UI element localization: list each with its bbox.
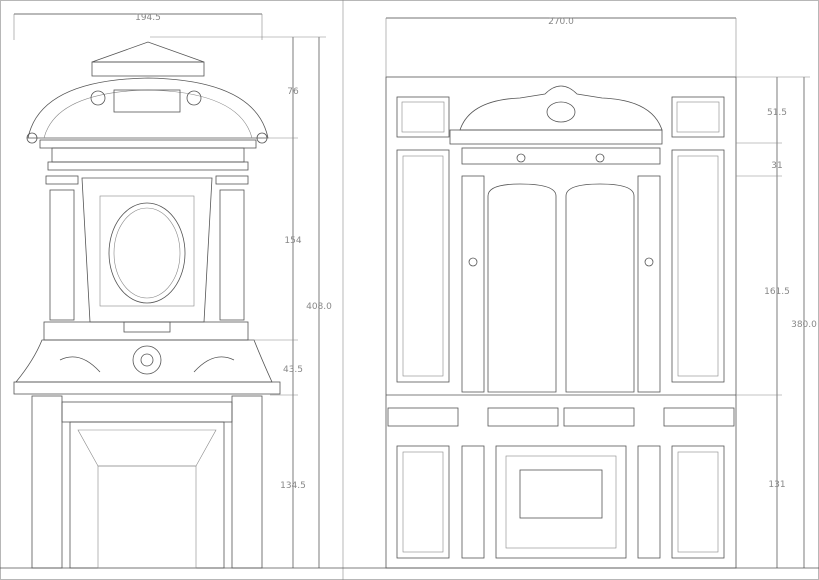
pilaster bbox=[231, 395, 263, 569]
right-height-label: 31 bbox=[771, 161, 782, 171]
upper-panel bbox=[671, 96, 725, 138]
pilaster bbox=[461, 175, 485, 393]
cornice bbox=[449, 129, 663, 145]
right-height-label: 51.5 bbox=[767, 108, 787, 118]
upper-panel bbox=[396, 96, 450, 138]
left-height-label: 76 bbox=[287, 87, 299, 97]
right-height-label: 161.5 bbox=[764, 287, 790, 297]
side-panel bbox=[671, 149, 725, 383]
mantel-top bbox=[43, 321, 249, 341]
dado-rail-panel bbox=[663, 407, 735, 427]
drawer bbox=[563, 407, 635, 427]
overmantel-panel bbox=[81, 177, 213, 323]
rosette bbox=[186, 90, 202, 106]
lower-panel bbox=[396, 445, 450, 559]
scroll-ornament bbox=[59, 356, 235, 373]
pilaster bbox=[31, 395, 63, 569]
capital bbox=[45, 175, 79, 185]
left-width-label: 194.5 bbox=[135, 13, 161, 23]
lintel bbox=[61, 401, 233, 423]
drawer bbox=[487, 407, 559, 427]
frieze bbox=[461, 147, 661, 165]
arched-crown bbox=[27, 77, 269, 139]
oval-mirror bbox=[108, 202, 186, 304]
column bbox=[49, 189, 75, 321]
pediment-base bbox=[91, 61, 205, 77]
crown-tablet bbox=[113, 89, 181, 113]
pediment bbox=[91, 41, 205, 63]
lower-panel bbox=[671, 445, 725, 559]
left-dimensions bbox=[13, 13, 326, 568]
right-dimensions bbox=[385, 17, 810, 568]
door-leaf bbox=[487, 183, 557, 393]
dado-rail-panel bbox=[387, 407, 459, 427]
central-lower-panel bbox=[495, 445, 627, 559]
door-leaf bbox=[565, 183, 635, 393]
capital bbox=[215, 175, 249, 185]
right-height-label: 131 bbox=[768, 480, 785, 490]
rosette bbox=[90, 90, 106, 106]
left-height-label: 134.5 bbox=[280, 481, 306, 491]
carved-crest bbox=[459, 85, 663, 131]
right-width-label: 270.0 bbox=[548, 17, 574, 27]
paneled-wall-elevation bbox=[385, 76, 737, 569]
cornice bbox=[39, 139, 257, 149]
frieze bbox=[51, 147, 245, 163]
wall-outline bbox=[385, 76, 737, 569]
left-height-label: 43.5 bbox=[283, 365, 303, 375]
pilaster bbox=[637, 175, 661, 393]
side-panel bbox=[396, 149, 450, 383]
left-height-label: 154 bbox=[284, 236, 301, 246]
fireplace-opening bbox=[69, 421, 225, 569]
right-total-height-label: 380.0 bbox=[791, 320, 817, 330]
cartouche bbox=[132, 345, 162, 375]
fireplace-elevation bbox=[13, 41, 281, 569]
column bbox=[219, 189, 245, 321]
left-total-height-label: 408.0 bbox=[306, 302, 332, 312]
